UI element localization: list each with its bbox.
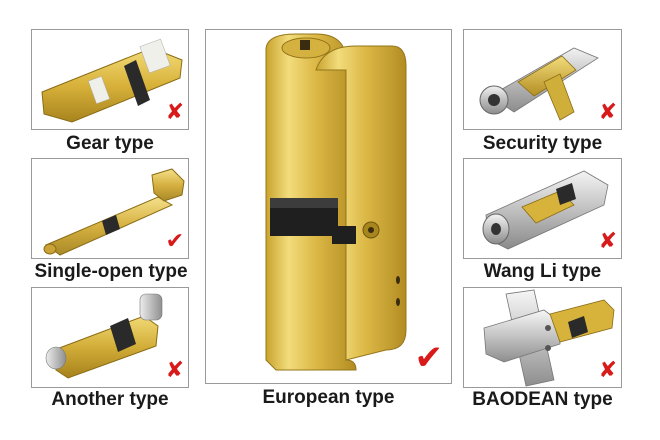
- gear-lock-image: [41, 38, 183, 123]
- single-open-lock-image: [43, 168, 185, 256]
- reject-cross-icon: ✘: [598, 357, 617, 382]
- wangli-type-label: Wang Li type: [483, 261, 602, 282]
- security-lock-image: [479, 47, 599, 121]
- european-lock-image: [265, 33, 407, 371]
- reject-cross-icon: ✘: [598, 99, 617, 124]
- european-type-panel: ✔: [205, 29, 452, 384]
- baodean-type-panel: ✘: [463, 287, 622, 388]
- single-open-type-panel: ✔: [31, 158, 189, 259]
- wangli-lock-image: [482, 170, 609, 250]
- security-type-label: Security type: [482, 133, 603, 154]
- another-type-panel: ✘: [31, 287, 189, 388]
- reject-cross-icon: ✘: [165, 99, 184, 124]
- another-type-label: Another type: [51, 389, 169, 410]
- european-type-label: European type: [262, 387, 395, 408]
- security-type-panel: ✘: [463, 29, 622, 130]
- gear-type-panel: ✘: [31, 29, 189, 130]
- accept-check-icon: ✔: [165, 228, 184, 253]
- reject-cross-icon: ✘: [165, 357, 184, 382]
- wangli-type-panel: ✘: [463, 158, 622, 259]
- single-open-type-label: Single-open type: [34, 261, 188, 282]
- gear-type-label: Gear type: [66, 133, 154, 154]
- reject-cross-icon: ✘: [598, 228, 617, 253]
- another-lock-image: [45, 293, 163, 379]
- baodean-lock-image: [483, 289, 615, 387]
- accept-check-icon: ✔: [414, 339, 444, 377]
- baodean-type-label: BAODEAN type: [472, 389, 613, 410]
